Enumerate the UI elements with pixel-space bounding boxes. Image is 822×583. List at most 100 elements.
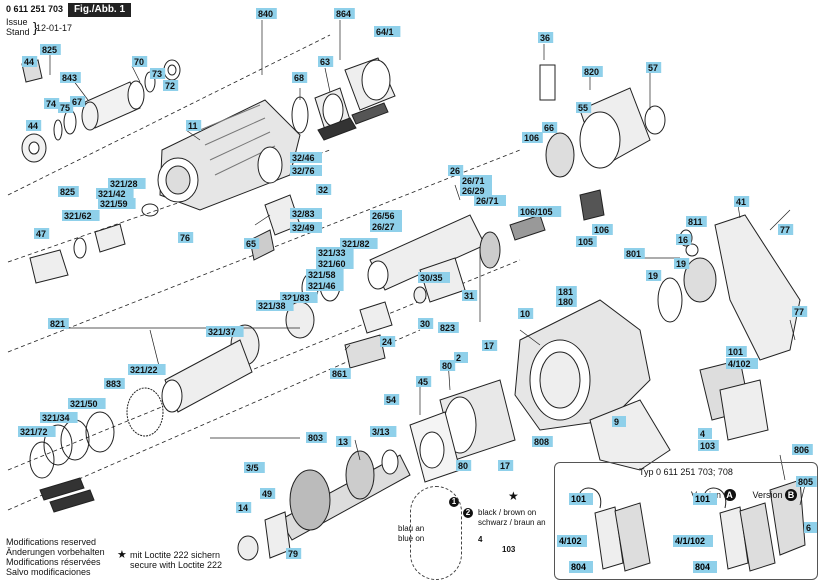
part-label-80: 80 bbox=[456, 460, 472, 471]
svg-text:76: 76 bbox=[180, 233, 190, 243]
svg-text:36: 36 bbox=[540, 33, 550, 43]
part-label-6: 6 bbox=[804, 522, 818, 533]
part-label-106: 106 bbox=[592, 224, 613, 235]
svg-text:31: 31 bbox=[464, 291, 474, 301]
part-label-864: 864 bbox=[334, 8, 355, 19]
part-label-9: 9 bbox=[612, 416, 626, 427]
svg-text:73: 73 bbox=[152, 69, 162, 79]
svg-text:65: 65 bbox=[246, 239, 256, 249]
svg-text:803: 803 bbox=[308, 433, 323, 443]
svg-text:75: 75 bbox=[60, 103, 70, 113]
svg-text:30/35: 30/35 bbox=[420, 273, 443, 283]
part-label-321-38: 321/38 bbox=[256, 300, 294, 311]
motor-housing-181 bbox=[514, 299, 671, 471]
part-label-2: 2 bbox=[454, 352, 468, 363]
inset-a-part-101: 101 bbox=[571, 494, 586, 504]
part-label-26-56: 26/56 bbox=[370, 210, 402, 221]
svg-text:106: 106 bbox=[594, 225, 609, 235]
assembly-axis-line bbox=[7, 259, 521, 471]
svg-text:321/62: 321/62 bbox=[64, 211, 92, 221]
part-label-65: 65 bbox=[244, 238, 260, 249]
part-883-gear bbox=[126, 387, 164, 437]
part-861 bbox=[344, 334, 386, 369]
armature-803 bbox=[237, 449, 411, 561]
wire-marker-2: 2 bbox=[463, 508, 473, 518]
svg-text:26: 26 bbox=[450, 166, 460, 176]
part-label-321-58: 321/58 bbox=[306, 269, 344, 280]
svg-text:825: 825 bbox=[42, 45, 57, 55]
part-label-825: 825 bbox=[58, 186, 79, 197]
part-label-24: 24 bbox=[380, 336, 396, 347]
svg-text:14: 14 bbox=[238, 503, 248, 513]
part-label-321-82: 321/82 bbox=[340, 238, 378, 249]
svg-text:4: 4 bbox=[700, 429, 705, 439]
part-106-spring bbox=[509, 214, 546, 241]
loctite-note-de: mit Loctite 222 sichern bbox=[130, 550, 221, 560]
document-number: 0 611 251 703 bbox=[6, 4, 64, 14]
svg-text:66: 66 bbox=[544, 123, 554, 133]
part-label-73: 73 bbox=[150, 68, 166, 79]
blue-on-note: blue on bbox=[398, 534, 425, 543]
stator-group bbox=[409, 379, 516, 483]
part-label-803: 803 bbox=[306, 432, 327, 443]
leader-lines bbox=[49, 20, 806, 506]
svg-text:321/72: 321/72 bbox=[20, 427, 48, 437]
svg-text:843: 843 bbox=[62, 73, 77, 83]
part-label-883: 883 bbox=[104, 378, 125, 389]
svg-text:54: 54 bbox=[386, 395, 396, 405]
svg-text:67: 67 bbox=[72, 97, 82, 107]
wire-part-103: 103 bbox=[502, 545, 516, 554]
part-label-16: 16 bbox=[676, 234, 692, 245]
svg-text:45: 45 bbox=[418, 377, 428, 387]
part-label-3-5: 3/5 bbox=[244, 462, 265, 473]
assembly-axis-line bbox=[7, 34, 331, 196]
part-label-74: 74 bbox=[44, 98, 60, 109]
part-label-811: 811 bbox=[686, 216, 707, 227]
part-label-11: 11 bbox=[186, 120, 202, 131]
part-47 bbox=[29, 249, 69, 284]
part-label-106: 106 bbox=[522, 132, 543, 143]
part-label-30-35: 30/35 bbox=[418, 272, 450, 283]
svg-text:32: 32 bbox=[318, 185, 328, 195]
svg-text:321/60: 321/60 bbox=[318, 259, 346, 269]
svg-text:44: 44 bbox=[24, 57, 34, 67]
svg-text:321/46: 321/46 bbox=[308, 281, 336, 291]
black-brown-note: black / brown on bbox=[478, 508, 537, 517]
modifications-es: Salvo modificaciones bbox=[6, 567, 91, 577]
svg-text:321/37: 321/37 bbox=[208, 327, 236, 337]
part-9-handle bbox=[589, 399, 671, 471]
svg-text:74: 74 bbox=[46, 99, 56, 109]
part-label-75: 75 bbox=[58, 102, 74, 113]
brace-icon: } bbox=[33, 19, 38, 35]
part-label-30: 30 bbox=[418, 318, 434, 329]
part-label-57: 57 bbox=[646, 62, 662, 73]
svg-text:840: 840 bbox=[258, 9, 273, 19]
part-label-70: 70 bbox=[132, 56, 148, 67]
svg-text:806: 806 bbox=[794, 445, 809, 455]
part-label-181: 181 bbox=[556, 286, 577, 297]
svg-text:77: 77 bbox=[780, 225, 790, 235]
part-label-13: 13 bbox=[336, 436, 352, 447]
inset-drawing: 101 4/102 804 101 4/1/102 804 bbox=[557, 487, 776, 573]
svg-text:70: 70 bbox=[134, 57, 144, 67]
part-label-77: 77 bbox=[792, 306, 808, 317]
svg-text:321/50: 321/50 bbox=[70, 399, 98, 409]
svg-text:26/71: 26/71 bbox=[462, 176, 485, 186]
svg-text:19: 19 bbox=[648, 271, 658, 281]
modifications-en: Modifications reserved bbox=[6, 537, 97, 547]
inset-b-part-101: 101 bbox=[695, 494, 710, 504]
part-label-80: 80 bbox=[440, 360, 456, 371]
svg-text:321/33: 321/33 bbox=[318, 248, 346, 258]
part-label-32-49: 32/49 bbox=[290, 222, 322, 233]
part-label-64-1: 64/1 bbox=[374, 26, 401, 37]
part-57 bbox=[644, 105, 666, 135]
part-label-26-71: 26/71 bbox=[460, 175, 492, 186]
version-a-badge: A bbox=[723, 489, 736, 501]
svg-text:80: 80 bbox=[442, 361, 452, 371]
part-label-180: 180 bbox=[556, 296, 577, 307]
svg-text:55: 55 bbox=[578, 103, 588, 113]
svg-text:30: 30 bbox=[420, 319, 430, 329]
svg-text:13: 13 bbox=[338, 437, 348, 447]
